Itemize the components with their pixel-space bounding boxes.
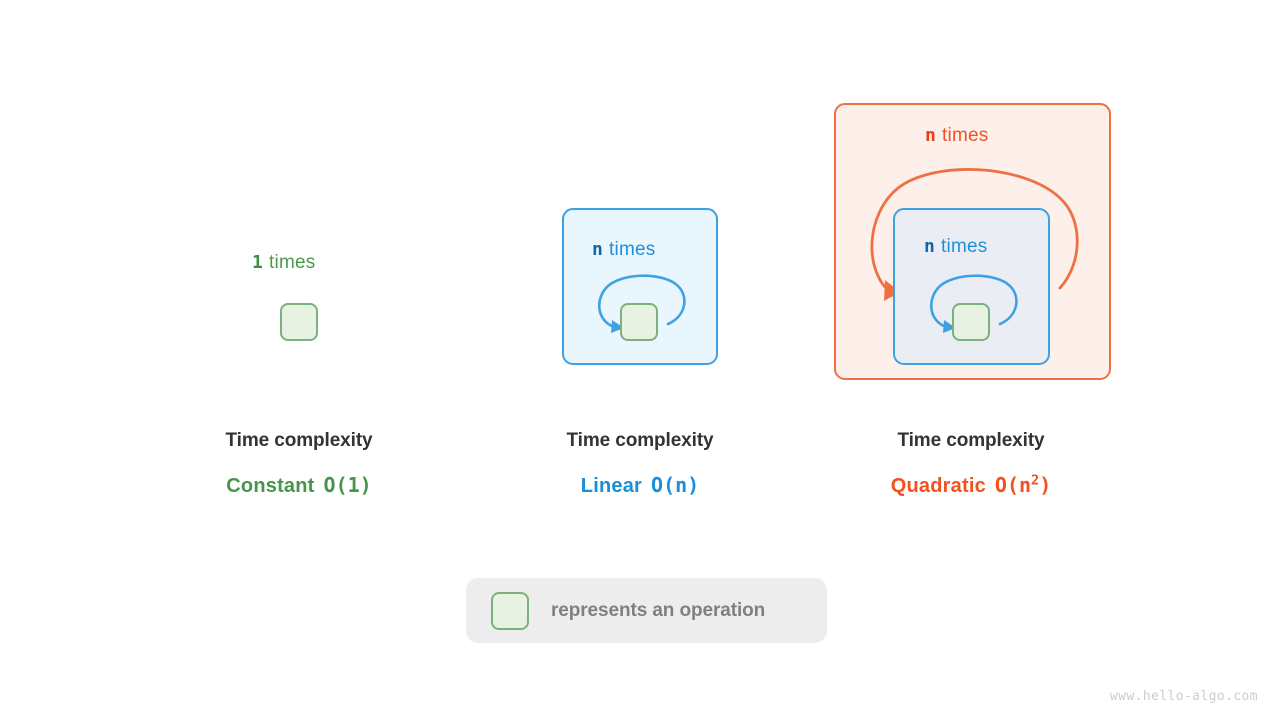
watermark-url: www.hello-algo.com (1109, 689, 1258, 704)
complexity-bigo-quadratic: O(n2) (995, 473, 1051, 497)
bigo-prefix-quadratic: O(n (994, 473, 1032, 497)
caption-quadratic: Time complexity Quadratic O(n2) (891, 430, 1052, 498)
caption-constant: Time complexity Constant O(1) (225, 430, 372, 498)
bigo-exponent-quadratic: 2 (1031, 472, 1040, 489)
complexity-name-linear: Linear (580, 475, 643, 497)
complexity-bigo-constant: O(1) (323, 473, 372, 497)
caption-value-linear: Linear O(n) (566, 473, 713, 498)
caption-value-quadratic: Quadratic O(n2) (891, 473, 1052, 498)
legend-operation-swatch (491, 591, 529, 630)
caption-title-quadratic: Time complexity (897, 430, 1045, 451)
linear-loop-count-value: n (592, 239, 604, 260)
caption-value-constant: Constant O(1) (225, 473, 372, 498)
constant-loop-count-value: 1 (252, 252, 264, 273)
operation-square-constant (280, 303, 318, 341)
caption-linear: Time complexity Linear O(n) (566, 430, 713, 498)
constant-loop-count-word: times (269, 252, 316, 273)
legend-pill: represents an operation (466, 578, 827, 643)
complexity-bigo-linear: O(n) (651, 473, 700, 497)
operation-square-linear (620, 303, 658, 341)
loop-box-quadratic-inner (893, 208, 1050, 365)
linear-loop-count-word: times (609, 239, 656, 260)
operation-square-quadratic (952, 303, 990, 341)
quadratic-inner-loop-count-word: times (941, 236, 988, 257)
bigo-suffix-quadratic: ) (1039, 473, 1052, 497)
quadratic-outer-loop-count-word: times (942, 125, 989, 146)
complexity-name-quadratic: Quadratic (890, 475, 986, 497)
quadratic-inner-loop-count-value: n (924, 236, 936, 257)
complexity-name-constant: Constant (226, 475, 315, 497)
loop-box-linear (562, 208, 718, 365)
quadratic-outer-loop-count-value: n (925, 125, 937, 146)
caption-title-constant: Time complexity (225, 430, 373, 451)
caption-title-linear: Time complexity (566, 430, 714, 451)
legend-label: represents an operation (551, 599, 766, 621)
